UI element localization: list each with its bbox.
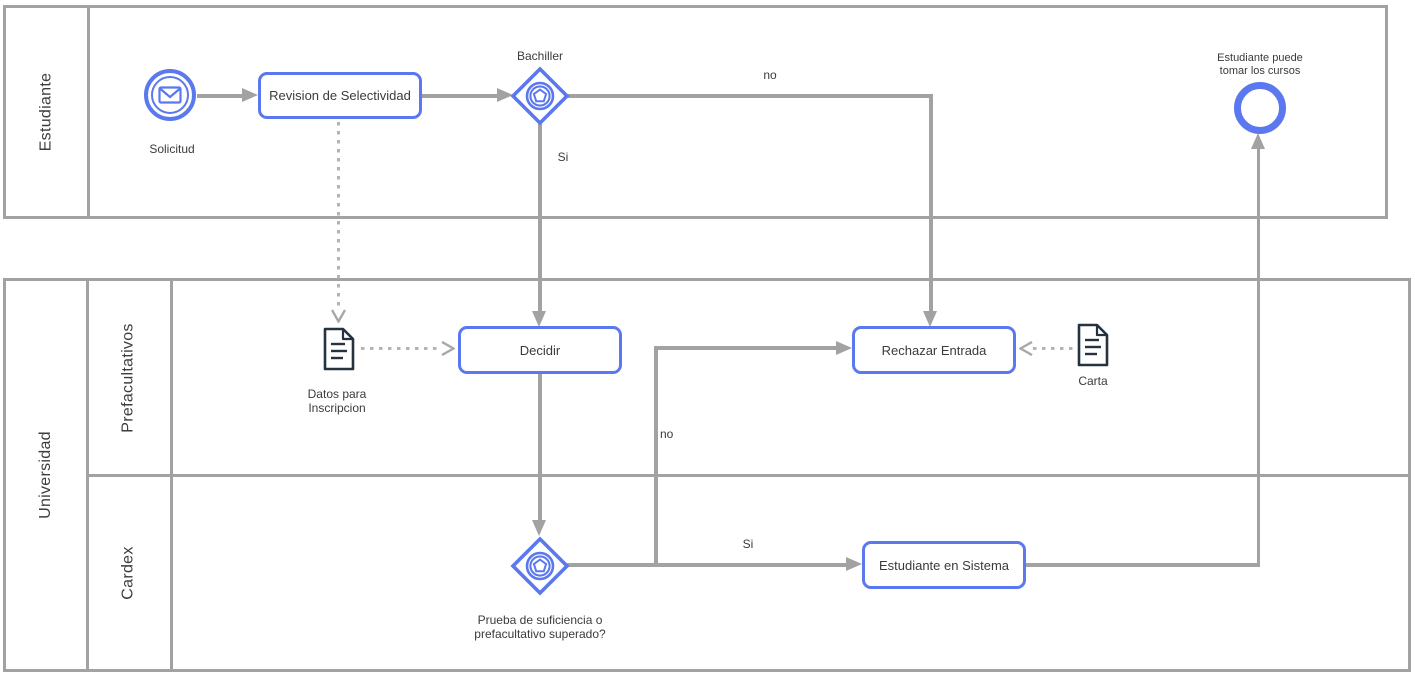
arrowhead <box>532 311 546 327</box>
flow-prueba-no-h <box>654 346 836 350</box>
flow-prueba-si <box>567 563 848 567</box>
gateway-prueba-suficiencia[interactable] <box>510 536 570 596</box>
gateway-diamond-icon <box>510 66 570 126</box>
lane-title-estudiante: Estudiante <box>6 8 86 216</box>
arrowhead <box>923 311 937 327</box>
end-event-label: Estudiante puede tomar los cursos <box>1217 52 1303 77</box>
start-event-inner-ring <box>151 76 189 114</box>
assoc-datos-to-decidir <box>361 347 441 350</box>
flow-sistema-to-end-v <box>1256 147 1260 565</box>
document-icon <box>323 327 355 371</box>
task-label: Decidir <box>519 342 561 358</box>
flow-decidir-to-prueba <box>538 374 542 522</box>
open-arrowhead-down-icon <box>331 309 346 323</box>
lane-divider-prefacultativos-cardex <box>86 474 1408 477</box>
flow-start-to-revision <box>197 94 243 98</box>
data-object-datos-label: Datos para Inscripcion <box>307 387 367 415</box>
lane-title-universidad: Universidad <box>6 281 85 669</box>
lane-title-text: Cardex <box>119 546 137 600</box>
task-label: Revision de Selectividad <box>269 88 411 103</box>
arrowhead <box>836 341 852 355</box>
flow-label-no: no <box>660 427 674 441</box>
gateway-prueba-label: Prueba de suficiencia o prefacultativo s… <box>474 613 606 641</box>
start-event-label: Solicitud <box>149 142 195 156</box>
message-envelope-icon <box>158 86 182 104</box>
assoc-revision-to-datos <box>337 122 340 308</box>
pentagon-icon <box>532 558 548 573</box>
lane-title-text: Prefacultativos <box>120 322 137 433</box>
flow-label-si: Si <box>557 150 569 164</box>
lane-title-cardex: Cardex <box>89 477 169 669</box>
lane-title-text: Universidad <box>36 431 54 519</box>
gateway-bachiller-label: Bachiller <box>516 49 564 63</box>
open-arrowhead-left-icon <box>1019 341 1033 356</box>
gateway-diamond-icon <box>510 536 570 596</box>
task-decidir[interactable]: Decidir <box>458 326 622 374</box>
open-arrowhead-right-icon <box>441 341 455 356</box>
pentagon-icon <box>532 88 548 103</box>
estudiante-band-divider <box>87 8 90 216</box>
task-estudiante-en-sistema[interactable]: Estudiante en Sistema <box>862 541 1026 589</box>
task-rechazar-entrada[interactable]: Rechazar Entrada <box>852 326 1016 374</box>
task-revision-de-selectividad[interactable]: Revision de Selectividad <box>258 72 422 119</box>
lane-title-text: Estudiante <box>36 72 54 152</box>
document-icon <box>1077 323 1109 367</box>
flow-bachiller-no-v <box>929 94 933 314</box>
flow-revision-to-bachiller <box>422 94 498 98</box>
flow-label-no: no <box>763 68 777 82</box>
flow-prueba-no-v <box>654 348 658 565</box>
flow-bachiller-no-h <box>568 94 932 98</box>
arrowhead <box>1251 133 1265 149</box>
task-label: Estudiante en Sistema <box>878 557 1010 573</box>
data-object-datos-inscripcion[interactable] <box>322 327 356 371</box>
end-event-cursos[interactable] <box>1234 82 1286 134</box>
flow-label-si: Si <box>742 537 754 551</box>
arrowhead <box>242 88 258 102</box>
data-object-carta[interactable] <box>1076 323 1110 367</box>
gateway-bachiller[interactable] <box>510 66 570 126</box>
flow-bachiller-si-to-decidir <box>538 124 542 314</box>
start-event-solicitud[interactable] <box>144 69 196 121</box>
pool-estudiante[interactable] <box>3 5 1388 219</box>
arrowhead <box>846 557 862 571</box>
assoc-carta-to-rechazar <box>1033 347 1074 350</box>
task-label: Rechazar Entrada <box>881 342 987 358</box>
arrowhead <box>497 88 513 102</box>
flow-sistema-to-end-h <box>1026 563 1260 567</box>
lane-title-prefacultativos: Prefacultativos <box>89 281 169 474</box>
arrowhead <box>532 520 546 536</box>
data-object-carta-label: Carta <box>1078 374 1108 388</box>
